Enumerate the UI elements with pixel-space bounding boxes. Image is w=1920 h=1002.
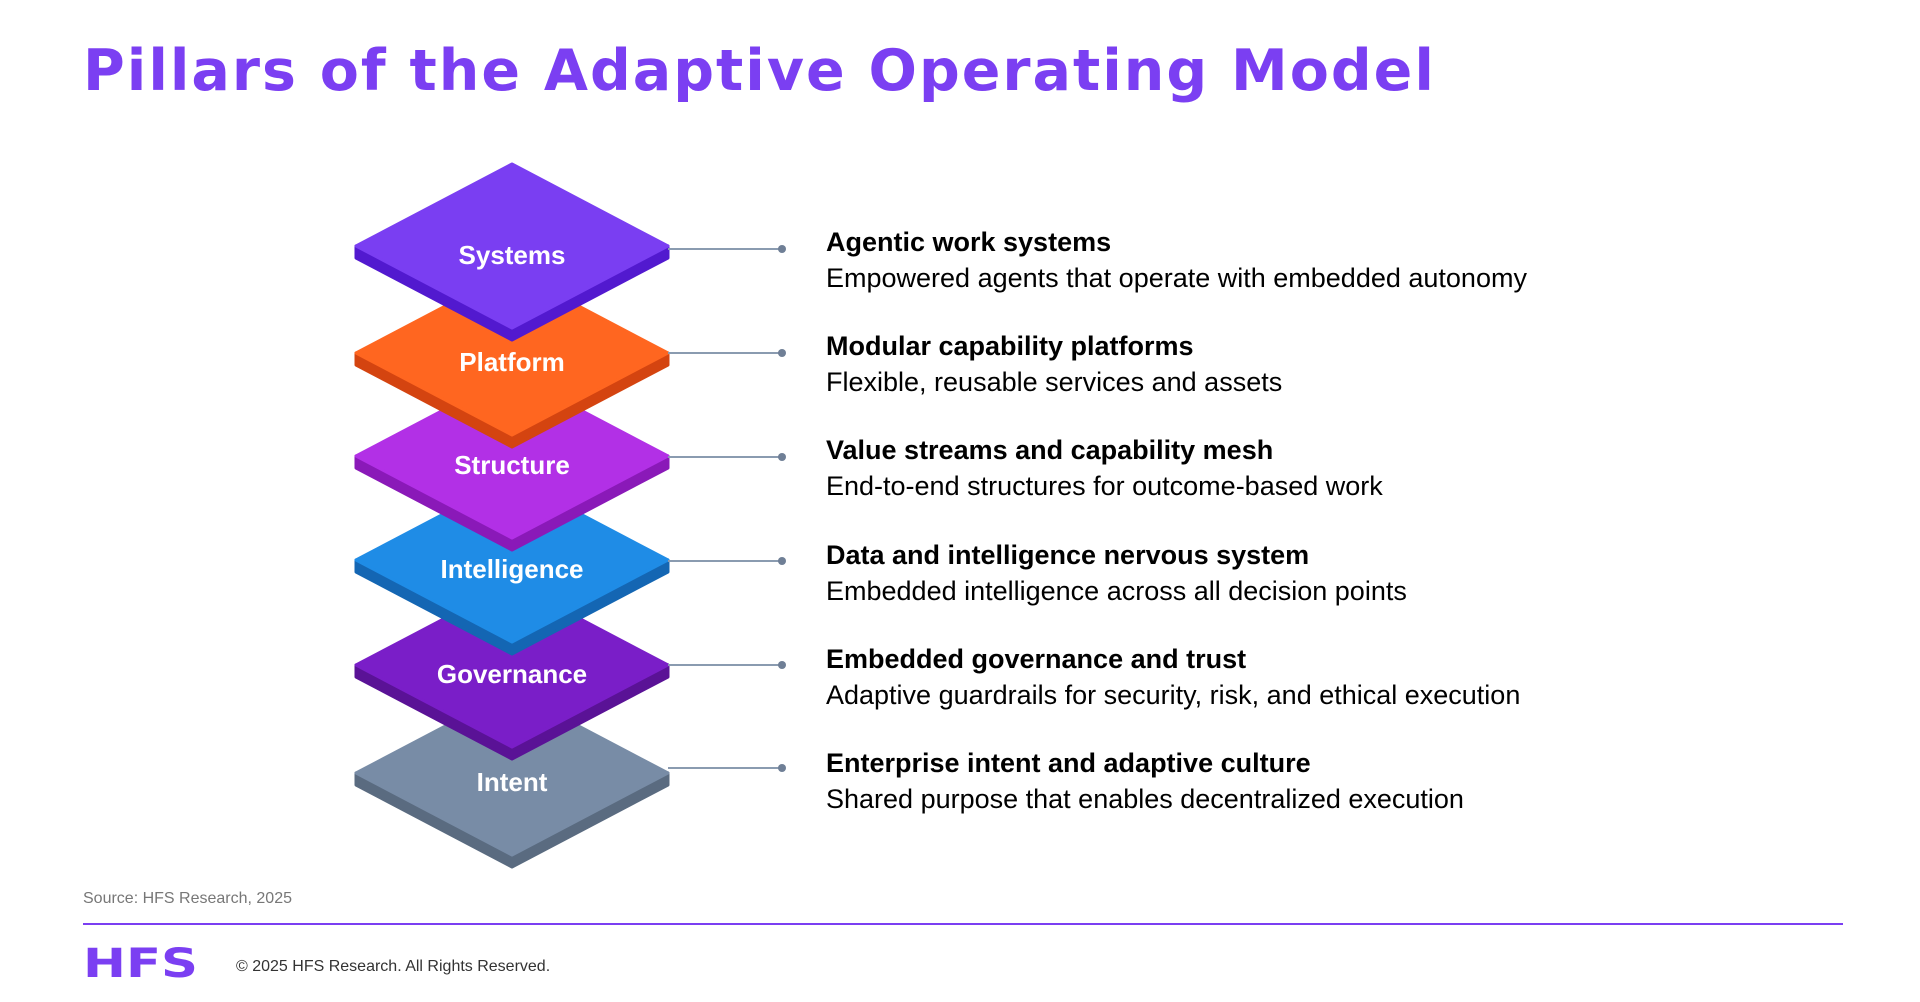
source-note: Source: HFS Research, 2025 [83, 890, 292, 907]
connector-dot-intelligence [778, 557, 786, 565]
pillar-description-structure: Value streams and capability mesh End-to… [826, 432, 1826, 504]
pillar-description-intelligence: Data and intelligence nervous system Emb… [826, 537, 1826, 609]
pillar-description-text: Flexible, reusable services and assets [826, 367, 1283, 397]
pillar-description-text: Embedded intelligence across all decisio… [826, 576, 1407, 606]
pillar-description-text: Empowered agents that operate with embed… [826, 263, 1527, 293]
pillar-heading: Modular capability platforms [826, 331, 1194, 361]
pillar-heading: Agentic work systems [826, 227, 1112, 257]
pillar-layer-intelligence: Intelligence [354, 476, 670, 656]
connector-dot-platform [778, 349, 786, 357]
pillar-heading: Enterprise intent and adaptive culture [826, 748, 1311, 778]
pillar-label-platform: Platform [459, 347, 564, 377]
pillar-top-structure [354, 372, 670, 540]
pillar-label-structure: Structure [454, 450, 570, 480]
pillar-heading: Value streams and capability mesh [826, 435, 1274, 465]
connector-dot-structure [778, 453, 786, 461]
footer-divider [83, 923, 1843, 925]
copyright-text: © 2025 HFS Research. All Rights Reserved… [236, 958, 551, 975]
pillar-heading: Embedded governance and trust [826, 644, 1247, 674]
hfs-logo: HFS [83, 944, 198, 984]
connector-dot-systems [778, 245, 786, 253]
pillar-description-text: Adaptive guardrails for security, risk, … [826, 680, 1521, 710]
pillar-heading: Data and intelligence nervous system [826, 540, 1310, 570]
pillar-top-governance [354, 581, 670, 749]
pillar-top-intent [354, 689, 670, 857]
pillar-description-systems: Agentic work systems Empowered agents th… [826, 224, 1826, 296]
pillar-description-governance: Embedded governance and trust Adaptive g… [826, 641, 1826, 713]
pillar-description-text: Shared purpose that enables decentralize… [826, 784, 1464, 814]
pillar-label-systems: Systems [459, 240, 566, 270]
pillar-layer-governance: Governance [354, 581, 670, 761]
pillar-description-platform: Modular capability platforms Flexible, r… [826, 328, 1826, 400]
pillar-top-intelligence [354, 476, 670, 644]
pillar-top-systems [354, 162, 670, 330]
page-title: Pillars of the Adaptive Operating Model [83, 38, 1436, 104]
pillar-layer-intent: Intent [354, 689, 670, 869]
pillar-layer-systems: Systems [354, 162, 670, 342]
pillar-label-governance: Governance [437, 659, 587, 689]
pillar-layer-platform: Platform [354, 269, 670, 449]
pillar-top-platform [354, 269, 670, 437]
pillar-stack-diagram: Intent Governance Intelligence Structure Pla… [354, 162, 786, 869]
hfs-logo-text: HFS [83, 944, 198, 984]
pillar-description-text: End-to-end structures for outcome-based … [826, 471, 1383, 501]
connector-dot-governance [778, 661, 786, 669]
pillar-label-intelligence: Intelligence [440, 554, 583, 584]
pillar-label-intent: Intent [477, 767, 548, 797]
connector-dot-intent [778, 764, 786, 772]
pillar-description-intent: Enterprise intent and adaptive culture S… [826, 745, 1826, 817]
pillar-layer-structure: Structure [354, 372, 670, 552]
